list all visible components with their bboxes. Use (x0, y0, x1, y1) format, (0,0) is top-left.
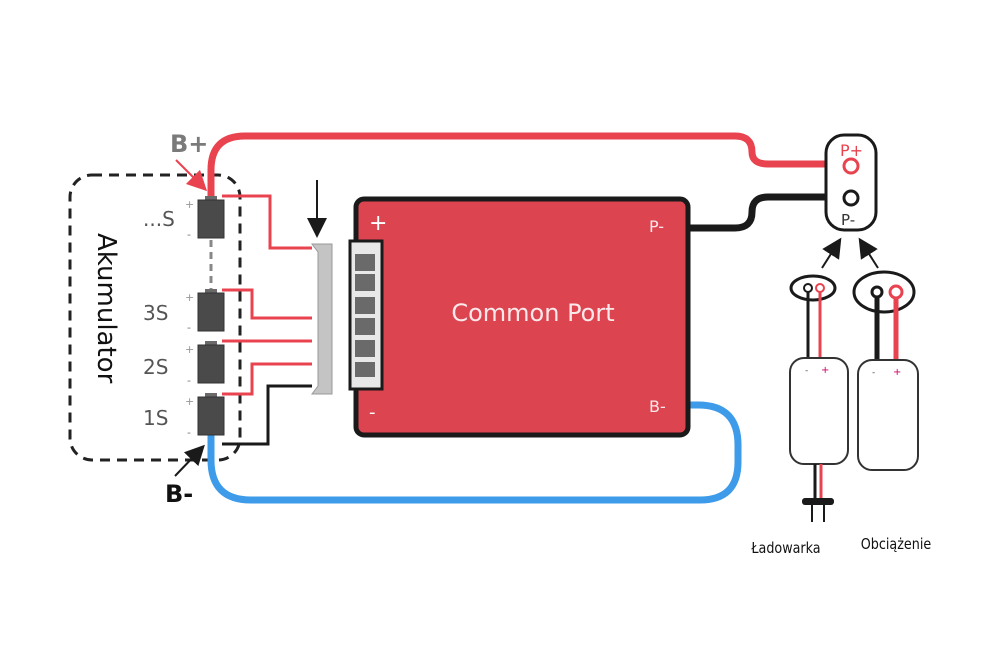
balance-connector-plug (311, 243, 333, 395)
battery-pack-label: Akumulator (91, 233, 121, 384)
b-plus-label: B+ (170, 130, 208, 158)
load-to-port-arrow-icon (858, 237, 879, 269)
cell-label: 3S (143, 301, 168, 325)
p-minus-terminal (842, 189, 860, 207)
cell-plus-sign: + (185, 343, 194, 356)
battery-cell: 1S + - (143, 393, 225, 439)
b-minus-wire (207, 401, 742, 504)
output-port-p-plus-label: P+ (840, 141, 863, 160)
cell-plus-sign: + (185, 291, 194, 304)
output-port (824, 133, 878, 232)
p-plus-terminal (842, 157, 860, 175)
b-plus-wire (207, 132, 846, 202)
b-minus-label: B- (165, 480, 193, 508)
b-plus-arrow-icon (175, 159, 208, 192)
charger-minus-sign: - (805, 366, 808, 376)
p-minus-wire (684, 193, 846, 232)
balance-socket (348, 239, 384, 391)
load-minus-sign: - (872, 368, 875, 378)
balance-wire-top (222, 194, 312, 250)
balance-wire-1s (222, 362, 312, 396)
board-plus-sign: + (369, 211, 387, 236)
load-label: Obciążenie (861, 536, 931, 553)
cell-plus-sign: + (185, 198, 194, 211)
cell-minus-sign: - (187, 228, 191, 241)
balance-wire-3s (222, 288, 312, 320)
load-device: - + (852, 270, 919, 471)
cell-label: 2S (143, 355, 168, 379)
cell-plus-sign: + (185, 395, 194, 408)
load-plus-sign: + (893, 367, 901, 378)
cell-label: 1S (143, 406, 168, 430)
balance-wire-negative (222, 384, 312, 446)
battery-cell: ...S + - (143, 196, 225, 241)
output-port-p-minus-label: P- (841, 211, 855, 229)
board-b-minus-label: B- (649, 397, 666, 416)
battery-cell: 3S + - (143, 289, 225, 334)
b-minus-arrow-icon (174, 444, 205, 477)
battery-pack-outline (68, 173, 242, 462)
cell-minus-sign: - (187, 426, 191, 439)
board-p-minus-label: P- (649, 217, 664, 236)
board-title: Common Port (451, 299, 614, 327)
cell-minus-sign: - (187, 374, 191, 387)
battery-cell: 2S + - (143, 341, 225, 387)
charger-label: Ładowarka (750, 540, 820, 557)
cell-minus-sign: - (187, 321, 191, 334)
cell-label: ...S (143, 207, 175, 231)
board-minus-sign: - (369, 402, 376, 423)
charger-plus-sign: + (821, 365, 829, 376)
charger-to-port-arrow-icon (821, 237, 842, 269)
charger-device: - + (789, 274, 849, 522)
plug-icon (802, 498, 834, 505)
